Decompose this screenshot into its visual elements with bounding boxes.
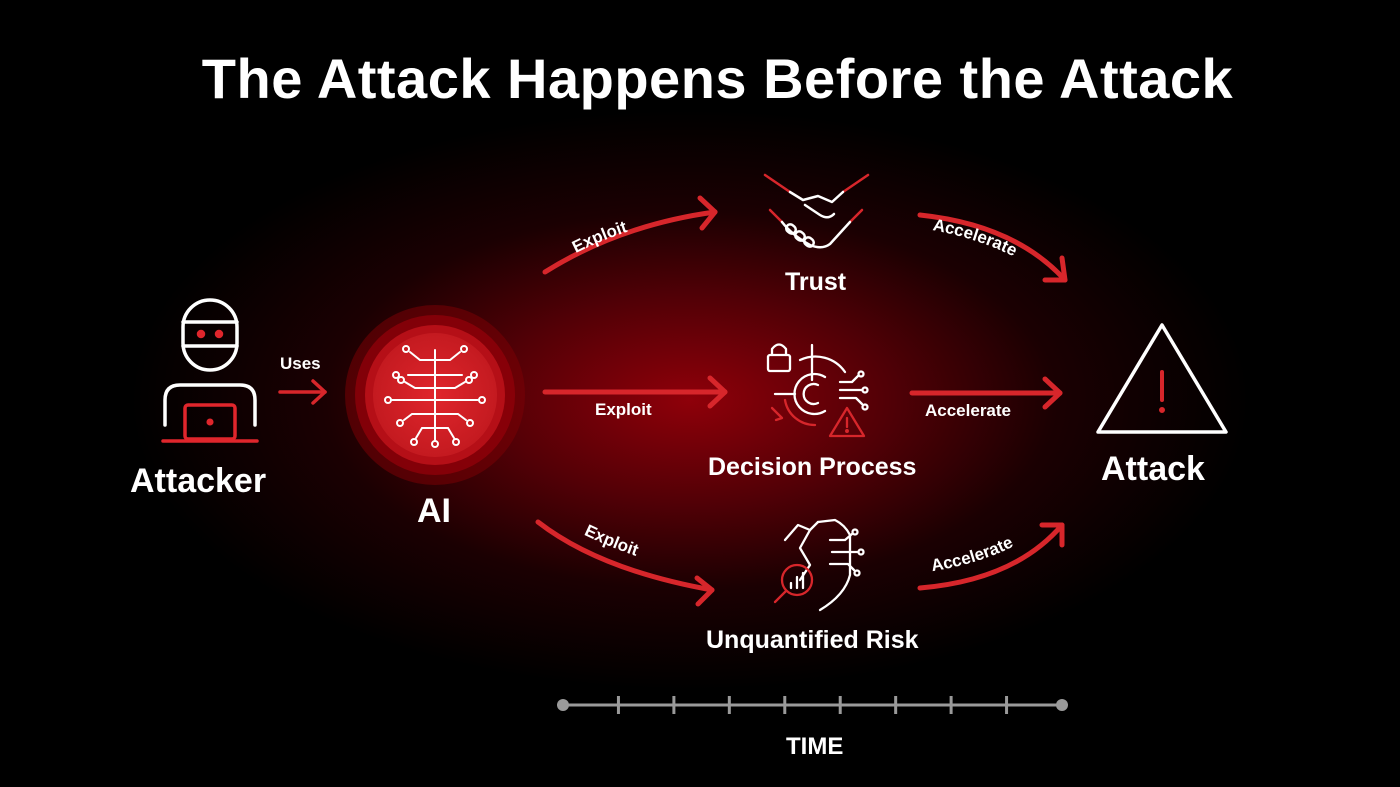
broken-shield-chart-icon — [773, 518, 865, 612]
timeline-label: TIME — [786, 733, 844, 760]
unquantified-risk-label: Unquantified Risk — [706, 626, 919, 654]
exploit-arrow-mid — [542, 375, 728, 409]
timeline — [557, 696, 1068, 714]
attack-label: Attack — [1101, 450, 1205, 488]
ai-label: AI — [417, 492, 451, 530]
accelerate-arrow-bottom — [917, 522, 1065, 591]
target-lock-warning-icon — [766, 343, 869, 438]
uses-label: Uses — [280, 354, 321, 373]
handshake-icon — [763, 173, 870, 249]
uses-arrow — [278, 379, 327, 405]
exploit-arrow-top — [542, 195, 718, 275]
exploit-label-top: Exploit — [569, 217, 629, 257]
accelerate-arrow-mid — [909, 376, 1063, 410]
exploit-arrow-bottom — [535, 519, 715, 607]
ai-circuit-brain-icon — [384, 345, 486, 448]
trust-label: Trust — [785, 268, 847, 296]
page-title: The Attack Happens Before the Attack — [201, 47, 1234, 110]
accelerate-label-mid: Accelerate — [925, 401, 1012, 420]
accelerate-arrow-top — [917, 212, 1068, 283]
accelerate-label-top: Accelerate — [931, 215, 1020, 260]
decision-process-label: Decision Process — [708, 453, 917, 481]
attacker-label: Attacker — [130, 462, 267, 500]
warning-triangle-icon — [1096, 323, 1228, 434]
hacker-laptop-icon — [161, 298, 259, 443]
exploit-label-mid: Exploit — [595, 400, 652, 419]
